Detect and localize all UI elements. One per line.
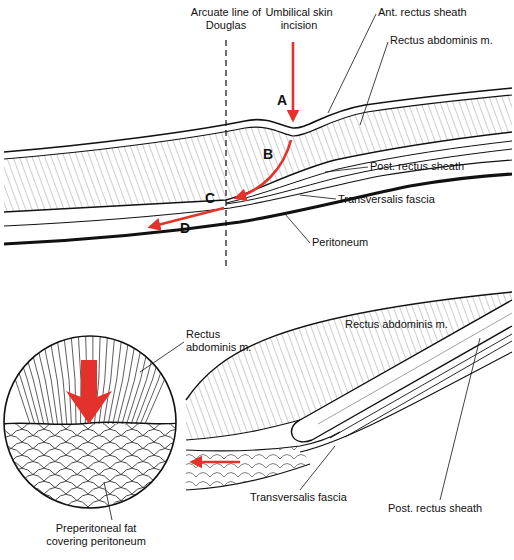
part-label: Rectus abdominis m. [186,328,256,354]
preperitoneal-fat [186,446,310,490]
callout-letter: D [180,220,196,237]
incision-arrow [292,42,295,120]
anterior-sheath-inner [4,95,512,159]
rectus-muscle [186,292,512,440]
leader-line [440,338,480,500]
muscle-fiber [99,334,108,424]
part-label: Rectus abdominis m. [345,318,485,331]
rectus-muscle [4,95,512,212]
direction-arrow [192,461,240,464]
fat-field [0,424,180,514]
muscle-lower-border [4,132,512,212]
part-label: Peritoneum [312,236,432,249]
leader-line [360,42,388,125]
retractor-highlight [318,313,512,424]
peritoneum-line [4,174,512,244]
part-label: Preperitoneal fat covering peritoneum [40,522,152,548]
leader-line [104,482,112,520]
arcuate-line [225,40,226,268]
muscle-upper-border [186,292,512,400]
muscle-fiber [49,334,62,424]
retractor-edge [312,326,512,440]
part-label: Ant. rectus sheath [378,6,508,19]
part-label: Post. rectus sheath [370,160,500,173]
leader-line [285,214,310,243]
leader-line [325,167,368,172]
muscle-fiber [131,334,158,424]
muscle-fiber [104,334,115,424]
part-label: Post. rectus sheath [388,502,512,515]
muscle-fiber [108,334,122,424]
callout-letter: C [205,190,221,207]
muscle-fiber [5,334,34,424]
magnified-view [0,334,181,514]
muscle-fiber [140,334,173,424]
posterior-sheath-line [330,334,512,438]
transversalis-fascia [300,352,512,452]
incision-arrow [236,140,291,198]
preperitoneal-border [186,432,340,490]
transversalis-fascia [4,160,512,226]
muscle-fiber [20,334,44,424]
muscle-fiber [42,334,58,424]
retractor-tip [291,420,312,442]
leader-line [300,195,336,199]
direction-arrow [66,360,112,424]
muscle-fibers [0,334,181,424]
part-label: Transversalis fascia [338,193,478,206]
leader-line [140,342,184,372]
muscle-fiber [71,334,76,424]
muscle-fiber [35,334,54,424]
callout-letter: A [277,92,293,109]
part-label: Transversalis fascia [250,491,380,504]
muscle-fiber [64,334,72,424]
leader-line [300,446,335,490]
muscle-lower-border [186,420,300,440]
muscle-fiber [13,334,40,424]
part-label: Umbilical skin incision [263,6,335,32]
callout-letter: B [263,146,279,163]
part-label: Rectus abdominis m. [390,34,510,47]
part-label: Arcuate line of Douglas [176,6,276,32]
muscle-fiber [127,334,152,424]
magnifier-circle [4,336,176,508]
